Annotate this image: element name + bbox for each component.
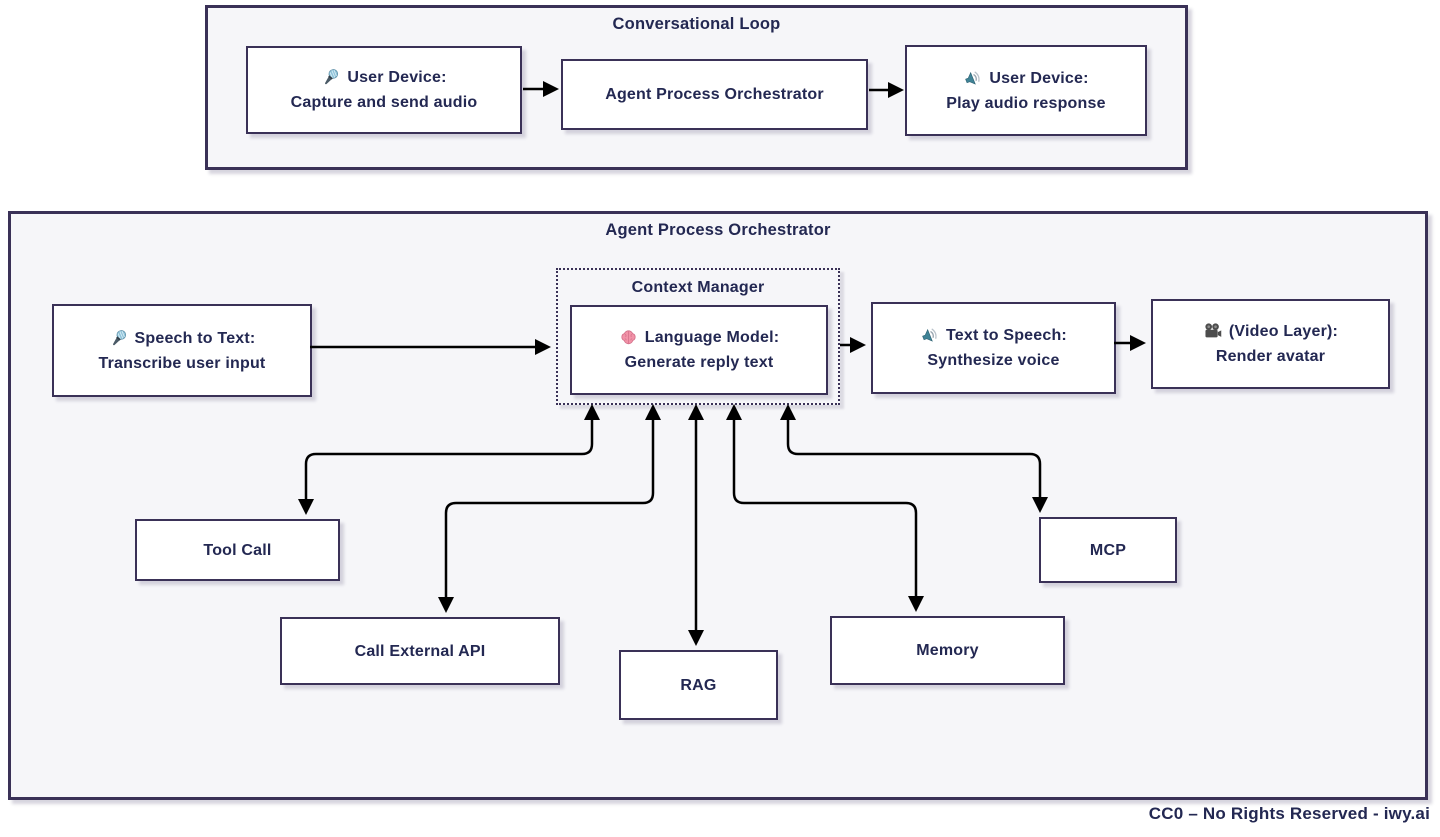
node-tool-call: Tool Call — [135, 519, 340, 581]
node-label: RAG — [680, 676, 717, 694]
node-call-external-api: Call External API — [280, 617, 560, 685]
node-mcp: MCP — [1039, 517, 1177, 583]
node-language-model-line1: Language Model: — [619, 325, 780, 350]
node-label: Call External API — [354, 642, 486, 660]
speaker-icon — [965, 70, 980, 85]
node-user-device-play: User Device: Play audio response — [905, 45, 1147, 136]
movie-camera-icon — [1205, 323, 1222, 338]
node-label: (Video Layer): — [1228, 323, 1339, 340]
node-label-line2: Generate reply text — [624, 354, 774, 371]
agent-process-orchestrator-title: Agent Process Orchestrator — [605, 221, 831, 239]
node-text-to-speech: Text to Speech: Synthesize voice — [871, 302, 1116, 394]
node-label: MCP — [1089, 541, 1127, 559]
node-rag: RAG — [619, 650, 778, 720]
node-label: User Device: — [989, 69, 1089, 87]
node-agent-process-orchestrator-small: Agent Process Orchestrator — [561, 59, 868, 130]
node-video-layer-line1: (Video Layer): — [1203, 319, 1338, 344]
node-label-line2: Transcribe user input — [98, 354, 266, 372]
node-label: Agent Process Orchestrator — [605, 86, 824, 103]
microphone-icon — [112, 329, 126, 345]
node-language-model: Language Model: Generate reply text — [570, 305, 828, 395]
brain-icon — [621, 330, 636, 345]
node-memory: Memory — [830, 616, 1065, 685]
conversational-loop-container: Conversational Loop User Device: Capture… — [205, 5, 1188, 170]
license-text: CC0 – No Rights Reserved - iwy.ai — [1148, 804, 1430, 823]
agent-process-orchestrator-container: Agent Process Orchestrator Speech to Tex… — [8, 211, 1428, 800]
node-label: Tool Call — [203, 541, 272, 559]
node-label-line2: Capture and send audio — [290, 94, 478, 111]
node-label-line2: Render avatar — [1215, 348, 1326, 365]
node-label: Language Model: — [644, 329, 780, 346]
node-user-device-capture: User Device: Capture and send audio — [246, 46, 522, 134]
node-label: Text to Speech: — [946, 327, 1067, 344]
node-text-to-speech-line1: Text to Speech: — [920, 323, 1067, 348]
microphone-icon — [325, 69, 339, 85]
context-manager-title: Context Manager — [631, 279, 765, 296]
node-label: User Device: — [347, 69, 447, 86]
conversational-loop-title: Conversational Loop — [612, 15, 781, 33]
node-label-line2: Play audio response — [946, 94, 1106, 112]
node-label-line2: Synthesize voice — [927, 352, 1060, 369]
node-label: Memory — [916, 642, 979, 659]
node-label: Speech to Text: — [134, 329, 256, 347]
node-user-device-play-line1: User Device: — [963, 66, 1088, 91]
speaker-icon — [922, 328, 937, 342]
node-user-device-capture-line1: User Device: — [321, 65, 446, 90]
node-speech-to-text-line1: Speech to Text: — [109, 326, 256, 351]
node-speech-to-text: Speech to Text: Transcribe user input — [52, 304, 312, 397]
node-video-layer: (Video Layer): Render avatar — [1151, 299, 1390, 389]
